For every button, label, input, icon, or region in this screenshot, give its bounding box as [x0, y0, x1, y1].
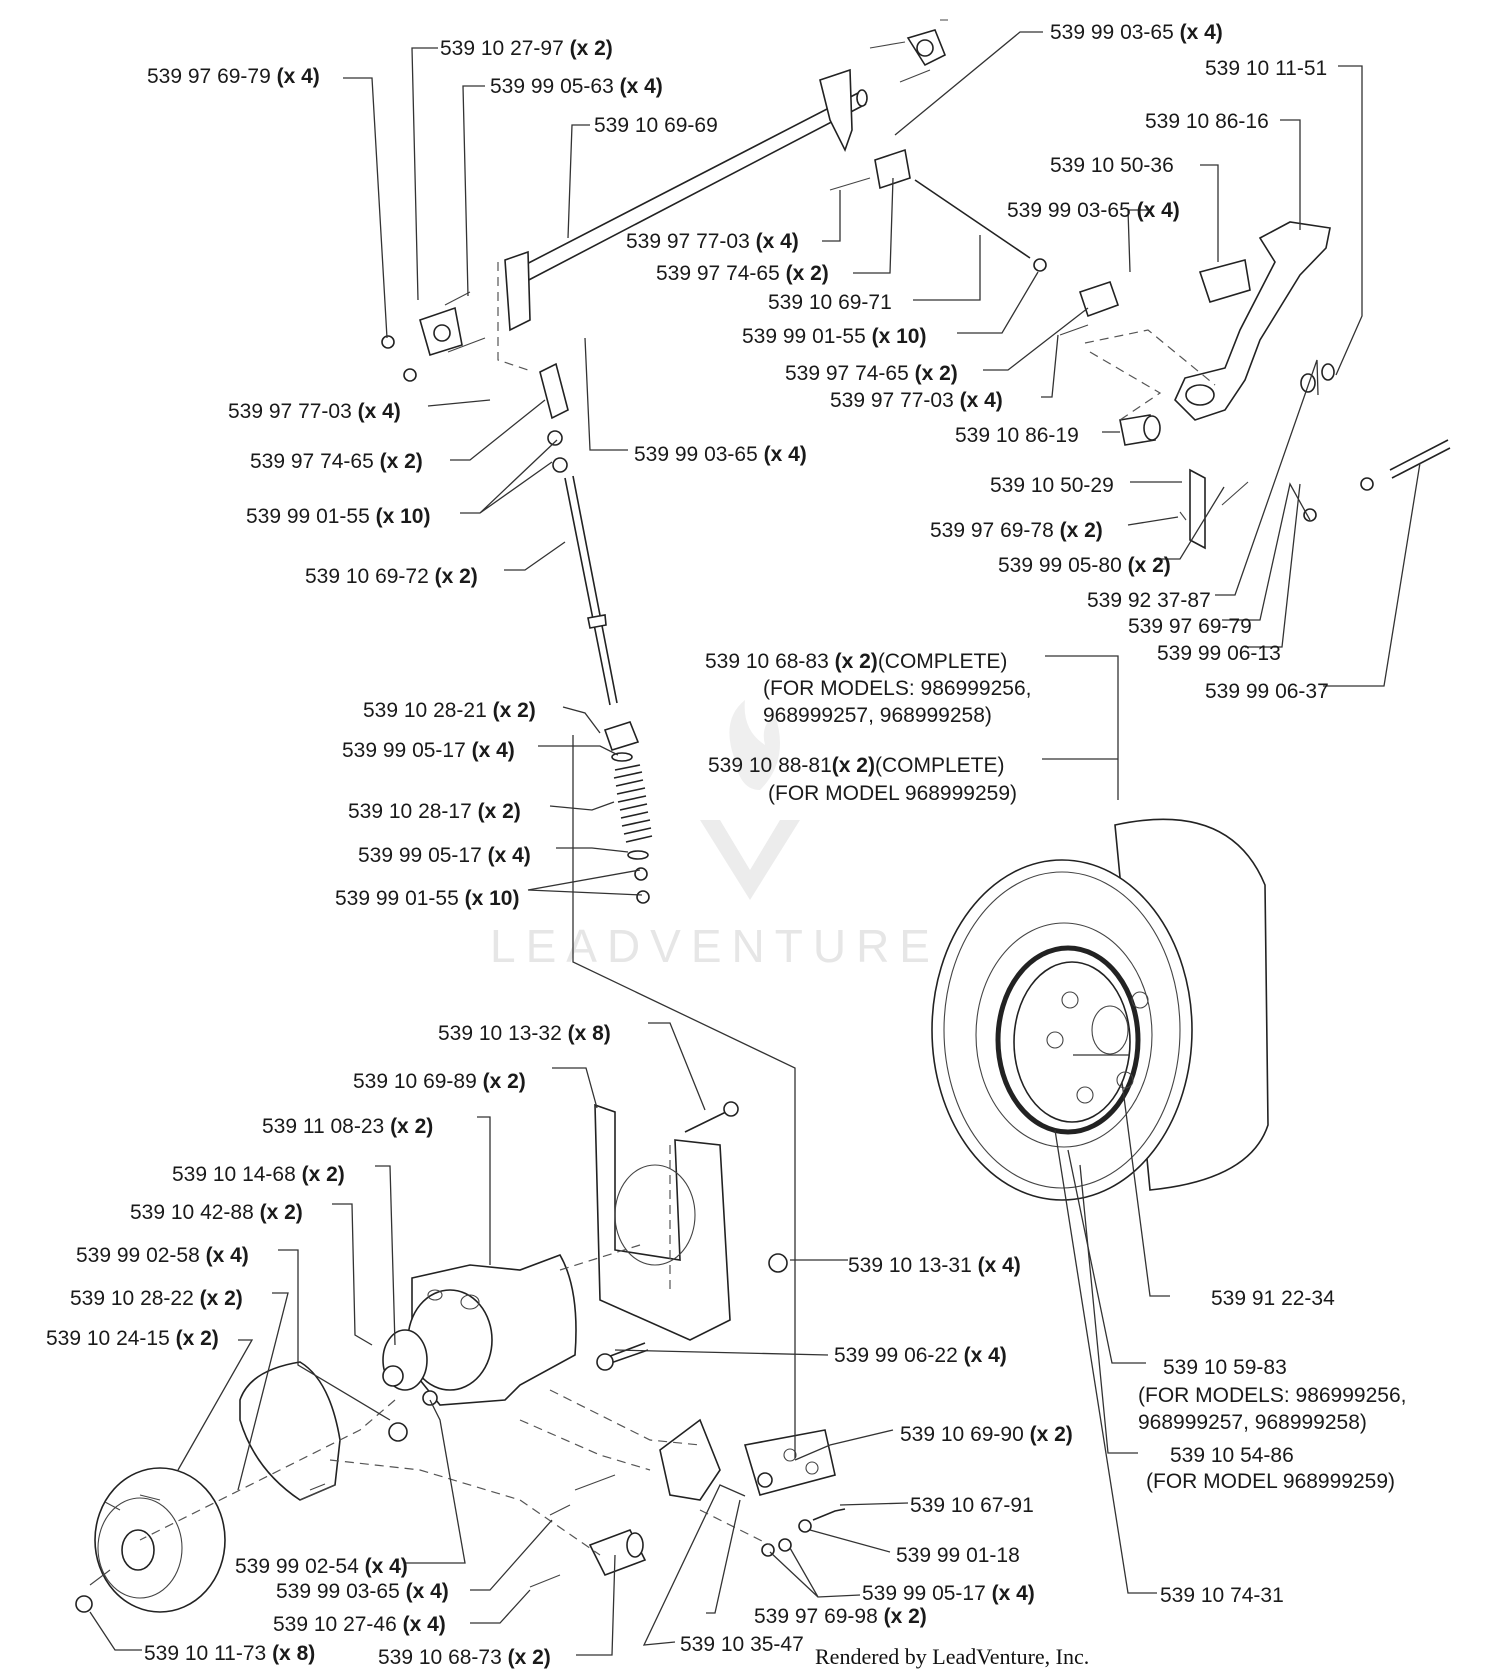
label-l17: 539 10 86-19: [955, 424, 1079, 447]
label-l57: 539 99 01-18: [896, 1544, 1020, 1567]
label-l02: 539 10 27-97 (x 2): [440, 37, 613, 60]
label-l21: 539 99 01-55 (x 10): [246, 505, 430, 528]
label-l14: 539 97 74-65 (x 2): [785, 362, 958, 385]
label-l48: 539 10 24-15 (x 2): [46, 1327, 219, 1350]
label-l13: 539 99 01-55 (x 10): [742, 325, 926, 348]
label-l11: 539 97 74-65 (x 2): [656, 262, 829, 285]
label-l60: 539 99 03-65 (x 4): [276, 1580, 449, 1603]
label-l31: 539 99 06-37: [1205, 680, 1329, 703]
label-l56: 539 10 67-91: [910, 1494, 1034, 1517]
watermark-text: LEADVENTURE: [490, 920, 940, 972]
label-l41: 539 11 08-23 (x 2): [262, 1115, 433, 1138]
label-l50: 539 10 59-83: [1163, 1356, 1287, 1379]
label-l26: 539 97 69-79: [1128, 615, 1252, 638]
label-l34: 539 10 88-81(x 2)(COMPLETE): [708, 754, 1004, 777]
label-l23: 539 99 05-80 (x 2): [998, 554, 1171, 577]
label-l38: 539 99 01-55 (x 10): [335, 887, 519, 910]
label-l35: (FOR MODEL 968999259): [768, 782, 1017, 805]
label-l19: 539 99 03-65 (x 4): [634, 443, 807, 466]
label-l49: 539 99 06-22 (x 4): [834, 1344, 1007, 1367]
label-l33: 539 99 05-17 (x 4): [342, 739, 515, 762]
label-l01: 539 97 69-79 (x 4): [147, 65, 320, 88]
leader-lines: [89, 31, 1421, 1656]
label-l54: 539 10 54-86: [1170, 1444, 1294, 1467]
label-l37: 539 99 05-17 (x 4): [358, 844, 531, 867]
label-l15: 539 97 77-03 (x 4): [830, 389, 1003, 412]
label-l08: 539 10 50-36: [1050, 154, 1174, 177]
label-l22: 539 97 69-78 (x 2): [930, 519, 1103, 542]
label-l32: 539 10 28-21 (x 2): [363, 699, 536, 722]
label-l27: 539 99 06-13: [1157, 642, 1281, 665]
label-l44: 539 99 02-58 (x 4): [76, 1244, 249, 1267]
label-l39: 539 10 13-32 (x 8): [438, 1022, 611, 1045]
label-l04: 539 10 69-69: [594, 114, 718, 137]
label-l52: 968999257, 968999258): [1138, 1411, 1367, 1434]
footer-credit: Rendered by LeadVenture, Inc.: [815, 1644, 1089, 1669]
label-l12: 539 10 69-71: [768, 291, 892, 314]
label-l29: (FOR MODELS: 986999256,: [763, 677, 1031, 700]
label-l47: 539 10 28-22 (x 2): [70, 1287, 243, 1310]
label-l42: 539 10 14-68 (x 2): [172, 1163, 345, 1186]
label-l59: 539 99 05-17 (x 4): [862, 1582, 1035, 1605]
label-l64: 539 10 35-47: [680, 1633, 804, 1656]
label-l58: 539 99 02-54 (x 4): [235, 1555, 408, 1578]
label-l03: 539 99 05-63 (x 4): [490, 75, 663, 98]
watermark: LEADVENTURE: [490, 700, 940, 972]
label-l61: 539 10 74-31: [1160, 1584, 1284, 1607]
label-l62: 539 97 69-98 (x 2): [754, 1605, 927, 1628]
label-l63: 539 10 27-46 (x 4): [273, 1613, 446, 1636]
label-l09: 539 99 03-65 (x 4): [1007, 199, 1180, 222]
label-l40: 539 10 69-89 (x 2): [353, 1070, 526, 1093]
label-l25: 539 92 37-87: [1087, 589, 1211, 612]
label-l51: (FOR MODELS: 986999256,: [1138, 1384, 1406, 1407]
label-l18: 539 97 74-65 (x 2): [250, 450, 423, 473]
label-l05: 539 99 03-65 (x 4): [1050, 21, 1223, 44]
label-l28: 539 10 68-83 (x 2)(COMPLETE): [705, 650, 1007, 673]
label-l20: 539 10 50-29: [990, 474, 1114, 497]
label-l43: 539 10 42-88 (x 2): [130, 1201, 303, 1224]
label-l46: 539 91 22-34: [1211, 1287, 1335, 1310]
label-l30: 968999257, 968999258): [763, 704, 992, 727]
label-l66: 539 10 68-73 (x 2): [378, 1646, 551, 1669]
label-l55: (FOR MODEL 968999259): [1146, 1470, 1395, 1493]
label-l65: 539 10 11-73 (x 8): [144, 1642, 315, 1665]
label-l24: 539 10 69-72 (x 2): [305, 565, 478, 588]
label-l06: 539 10 11-51: [1205, 57, 1327, 80]
label-l07: 539 10 86-16: [1145, 110, 1269, 133]
wheel: [931, 818, 1269, 1201]
label-l16: 539 97 77-03 (x 4): [228, 400, 401, 423]
assembly-guides: [139, 262, 1216, 1556]
label-l53: 539 10 69-90 (x 2): [900, 1423, 1073, 1446]
label-l45: 539 10 13-31 (x 4): [848, 1254, 1021, 1277]
label-l36: 539 10 28-17 (x 2): [348, 800, 521, 823]
label-l10: 539 97 77-03 (x 4): [626, 230, 799, 253]
part-labels: 539 97 69-79 (x 4) 539 10 27-97 (x 2) 53…: [46, 21, 1406, 1669]
